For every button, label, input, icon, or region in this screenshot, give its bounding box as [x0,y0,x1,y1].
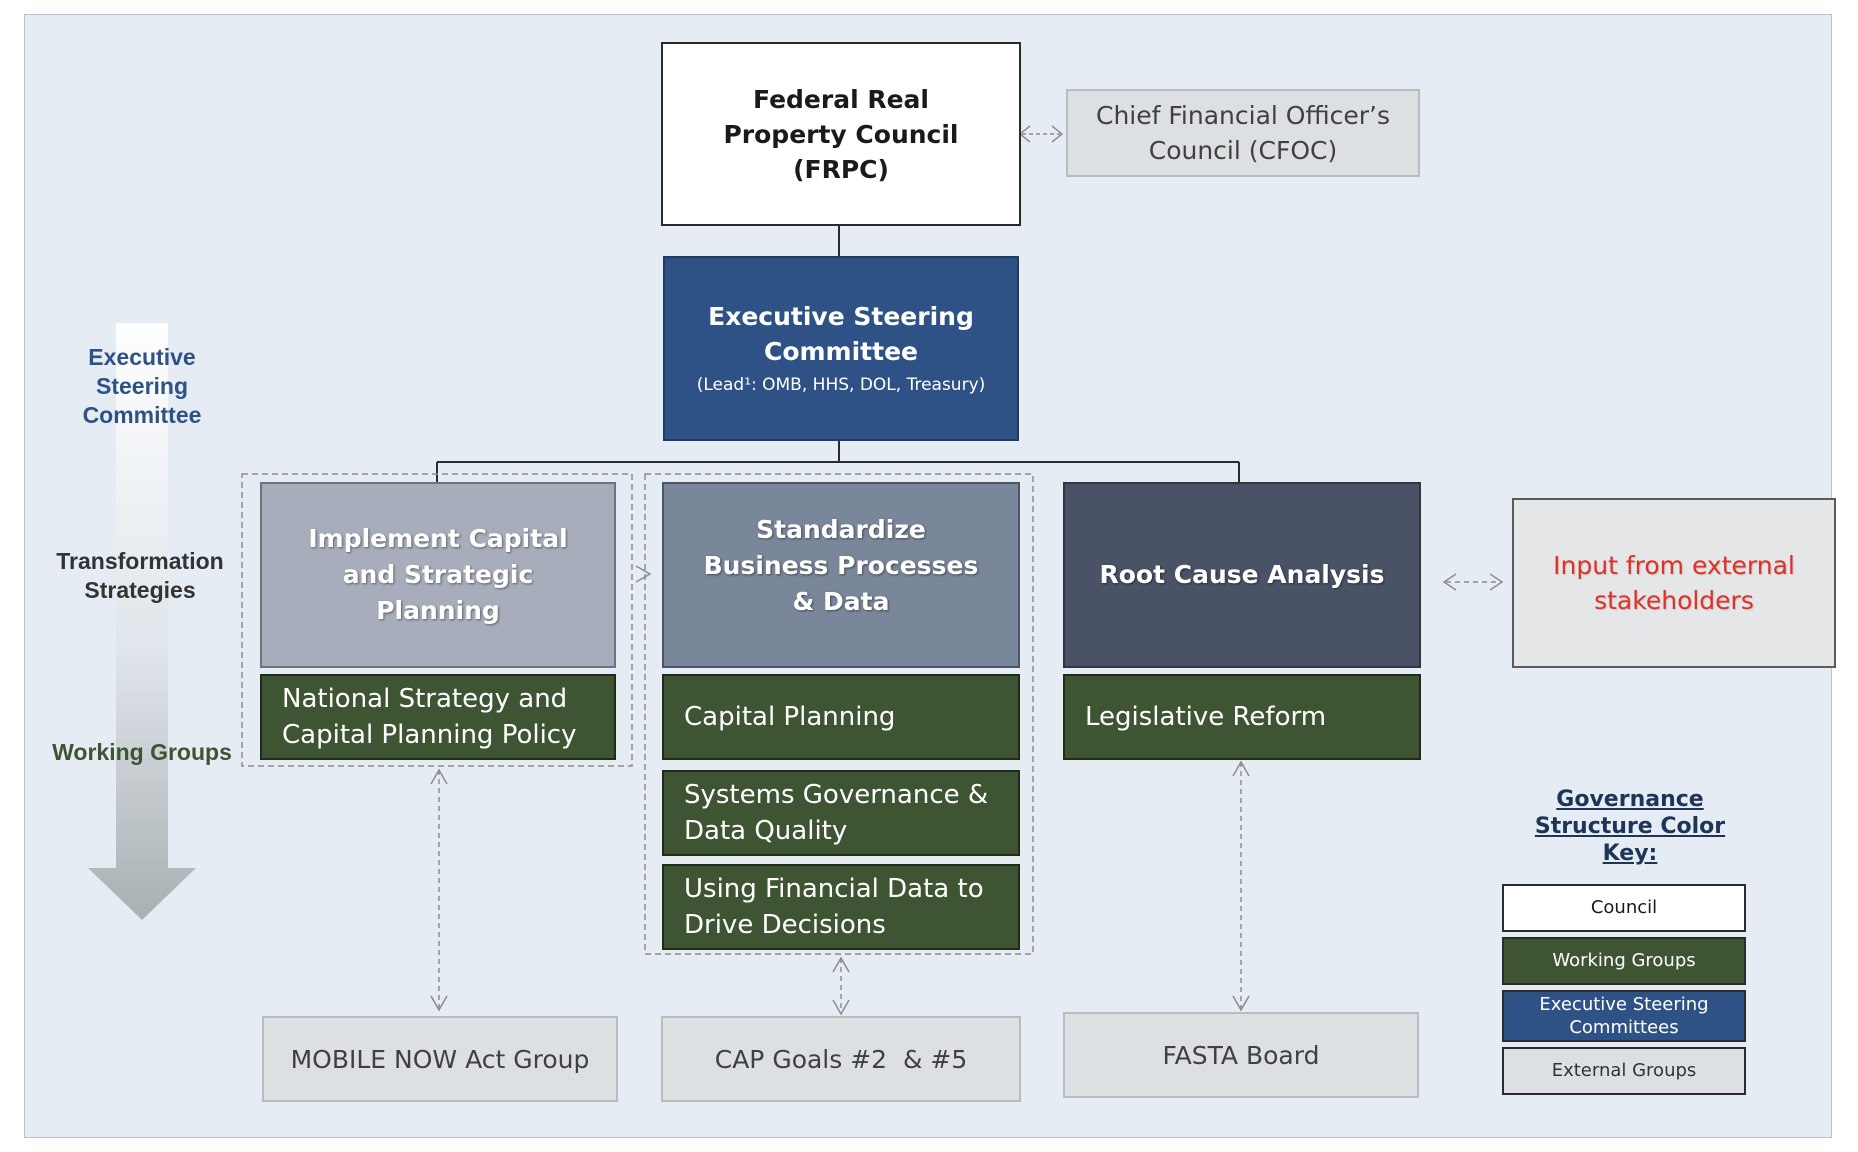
level-label-working: Working Groups [52,739,232,765]
frpc-box: Federal Real Property Council (FRPC) [661,42,1021,226]
rootcause-stakeholders-arrow [1442,573,1504,591]
wg-label: Legislative Reform [1085,702,1327,732]
group-outline-2 [644,473,1034,955]
wg-label: Capital Planning [684,702,896,732]
wg-legislative-reform: Legislative Reform [1063,674,1421,760]
color-key-label: Executive Steering Committees [1539,994,1709,1038]
ext-label: MOBILE NOW Act Group [290,1044,590,1074]
esc-box: Executive Steering Committee (Lead¹: OMB… [663,256,1019,441]
wg-financial-data: Using Financial Data to Drive Decisions [662,864,1020,950]
ext-label: CAP Goals #2 & #5 [714,1044,968,1074]
legislative-to-fasta-arrow [1232,760,1250,1012]
ext-mobile-now: MOBILE NOW Act Group [262,1016,618,1102]
wg-label: National Strategy and Capital Planning P… [282,684,577,750]
national-to-mobile-arrow [430,768,448,1012]
financial-to-cap-arrow [832,956,850,1016]
ext-label: FASTA Board [1162,1040,1320,1070]
color-key-council: Council [1502,884,1746,932]
strategy-label: Implement Capital and Strategic Planning [308,524,568,625]
wg-label: Using Financial Data to Drive Decisions [684,874,984,940]
level-label-transformation: Transformation Strategies [56,548,224,603]
ext-stakeholders: Input from external stakeholders [1512,498,1836,668]
frpc-label: Federal Real Property Council (FRPC) [723,84,959,184]
strategy-label: Root Cause Analysis [1099,560,1385,589]
wg-national-strategy: National Strategy and Capital Planning P… [260,674,616,760]
ext-cap-goals: CAP Goals #2 & #5 [661,1016,1021,1102]
color-key-external: External Groups [1502,1047,1746,1095]
group-outline-1 [241,473,633,767]
ext-label: Input from external stakeholders [1553,551,1795,615]
strategy-label: Standardize Business Processes & Data [703,515,979,616]
strategy-capital-planning: Implement Capital and Strategic Planning [260,482,616,668]
esc-title: Executive Steering Committee [708,301,974,366]
strategy-root-cause: Root Cause Analysis [1063,482,1421,668]
level-label-executive: Executive Steering Committee [82,344,202,428]
color-key-esc: Executive Steering Committees [1502,990,1746,1042]
wg-capital-planning: Capital Planning [662,674,1020,760]
cfoc-box: Chief Financial Officer’s Council (CFOC) [1066,89,1420,177]
frpc-cfoc-arrow [1018,125,1064,143]
ext-fasta: FASTA Board [1063,1012,1419,1098]
esc-lead: (Lead¹: OMB, HHS, DOL, Treasury) [696,374,986,395]
color-key-label: Working Groups [1552,950,1696,971]
color-key-label: External Groups [1551,1060,1697,1081]
hierarchy-down-arrow [88,323,196,920]
color-key-working-groups: Working Groups [1502,937,1746,985]
wg-systems-governance: Systems Governance & Data Quality [662,770,1020,856]
wg-label: Systems Governance & Data Quality [684,780,989,846]
cfoc-label: Chief Financial Officer’s Council (CFOC) [1095,101,1391,165]
strategy-standardize: Standardize Business Processes & Data [662,482,1020,668]
color-key-label: Council [1590,897,1658,918]
group-link-chevron [635,565,652,583]
color-key-title: Governance Structure Color Key: [1534,787,1726,866]
